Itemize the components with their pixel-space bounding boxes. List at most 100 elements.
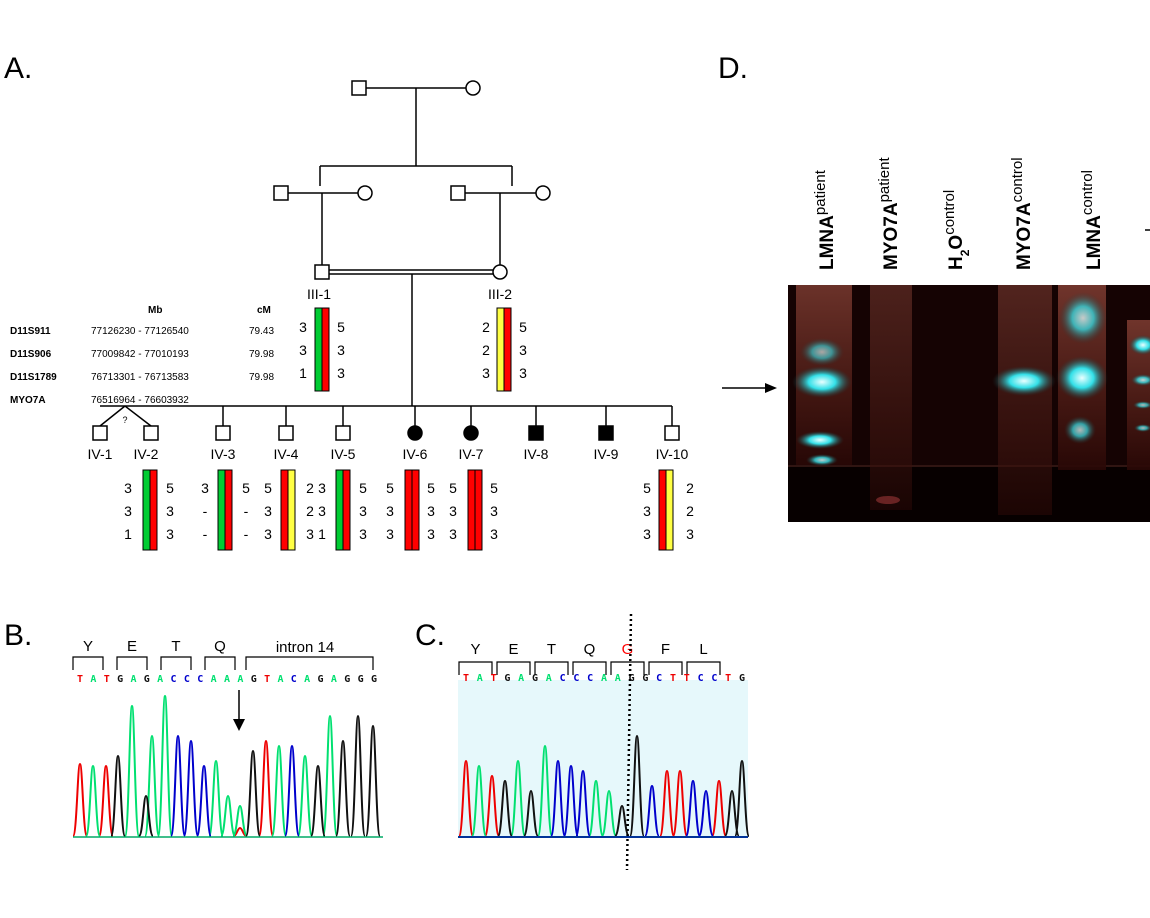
haplotype-bar-left <box>335 469 344 551</box>
base-call: A <box>130 674 136 685</box>
codon-bracket <box>534 661 569 675</box>
codon-bracket <box>496 661 531 675</box>
pedigree-female-III-2 <box>492 264 508 280</box>
base-call: G <box>532 673 538 684</box>
base-call: A <box>157 674 163 685</box>
base-call: T <box>77 674 83 685</box>
haplotype-bar-right <box>287 469 296 551</box>
label-IV-6: IV-6 <box>403 446 428 462</box>
pedigree-male-IV-5 <box>335 425 351 441</box>
codon-bracket <box>116 656 148 670</box>
pedigree-male-IV-4 <box>278 425 294 441</box>
marker-mb: 76713301 - 76713583 <box>91 372 189 383</box>
haplotype-bar-left <box>496 307 505 392</box>
base-call: A <box>615 673 621 684</box>
gel-lane-label: LMNApatient <box>812 169 839 270</box>
allele-right: 3 <box>686 526 694 542</box>
pedigree-female-IV-7 <box>463 425 479 441</box>
trace-b <box>72 694 381 837</box>
codon-bracket <box>204 656 236 670</box>
base-call: T <box>670 673 676 684</box>
pedigree-male-IV-2 <box>143 425 159 441</box>
allele-right: 3 <box>427 526 435 542</box>
haplotype-bar-right <box>342 469 351 551</box>
haplotype-bar-left <box>280 469 289 551</box>
allele-right: 3 <box>490 503 498 519</box>
codon-label: F <box>661 641 670 658</box>
label-IV-7: IV-7 <box>459 446 484 462</box>
allele-right: 2 <box>686 480 694 496</box>
base-call: G <box>251 674 257 685</box>
gel-arrow <box>722 383 777 393</box>
allele-right: 3 <box>519 365 527 381</box>
allele-right: 3 <box>337 365 345 381</box>
base-call: G <box>629 673 635 684</box>
allele-left: 3 <box>643 503 651 519</box>
codon-label: E <box>127 638 137 655</box>
codon-bracket <box>160 656 192 670</box>
base-call: G <box>358 674 364 685</box>
allele-left: - <box>203 526 208 542</box>
codon-label: L <box>699 641 707 658</box>
trace-peak-T <box>72 739 274 837</box>
haplotype-bar-right <box>149 469 158 551</box>
allele-right: 5 <box>490 480 498 496</box>
pedigree-male-IV-9 <box>598 425 614 441</box>
allele-right: 3 <box>306 526 314 542</box>
trace-background-c <box>458 680 748 838</box>
pedigree-male-IV-1 <box>92 425 108 441</box>
trace-peak-G <box>110 714 381 837</box>
trace-peak-C <box>550 759 714 837</box>
pedigree-male-IV-3 <box>215 425 231 441</box>
base-call: G <box>117 674 123 685</box>
allele-left: 5 <box>643 480 651 496</box>
haplotype-bar-right <box>224 469 233 551</box>
base-call: C <box>291 674 297 685</box>
allele-right: 3 <box>490 526 498 542</box>
base-call: T <box>491 673 497 684</box>
codon-label: Y <box>470 641 480 658</box>
marker-cm: 79.98 <box>249 372 274 383</box>
base-call: G <box>739 673 745 684</box>
allele-left: 3 <box>201 480 209 496</box>
allele-left: 3 <box>264 503 272 519</box>
allele-left: - <box>203 503 208 519</box>
codon-bracket <box>458 661 493 675</box>
allele-right: 3 <box>166 503 174 519</box>
base-call: A <box>331 674 337 685</box>
label-IV-9: IV-9 <box>594 446 619 462</box>
marker-mb: 77126230 - 77126540 <box>91 326 189 337</box>
allele-left: 3 <box>124 503 132 519</box>
base-call: C <box>560 673 566 684</box>
base-call: A <box>211 674 217 685</box>
pedigree-female-IV-6 <box>407 425 423 441</box>
codon-bracket <box>572 661 607 675</box>
label-IV-2: IV-2 <box>134 446 159 462</box>
base-call: G <box>344 674 350 685</box>
allele-right: 5 <box>519 319 527 335</box>
allele-left: 5 <box>264 480 272 496</box>
base-call: T <box>463 673 469 684</box>
base-call: C <box>711 673 717 684</box>
trace-peak-C <box>170 734 300 837</box>
base-call: G <box>318 674 324 685</box>
allele-right: 3 <box>427 503 435 519</box>
trace-peak-A <box>85 694 338 837</box>
allele-left: 2 <box>482 319 490 335</box>
allele-right: 5 <box>337 319 345 335</box>
allele-left: 3 <box>318 503 326 519</box>
allele-left: 3 <box>124 480 132 496</box>
codon-label: Q <box>214 638 226 655</box>
base-call: A <box>277 674 283 685</box>
trace-peak-A <box>471 744 617 837</box>
